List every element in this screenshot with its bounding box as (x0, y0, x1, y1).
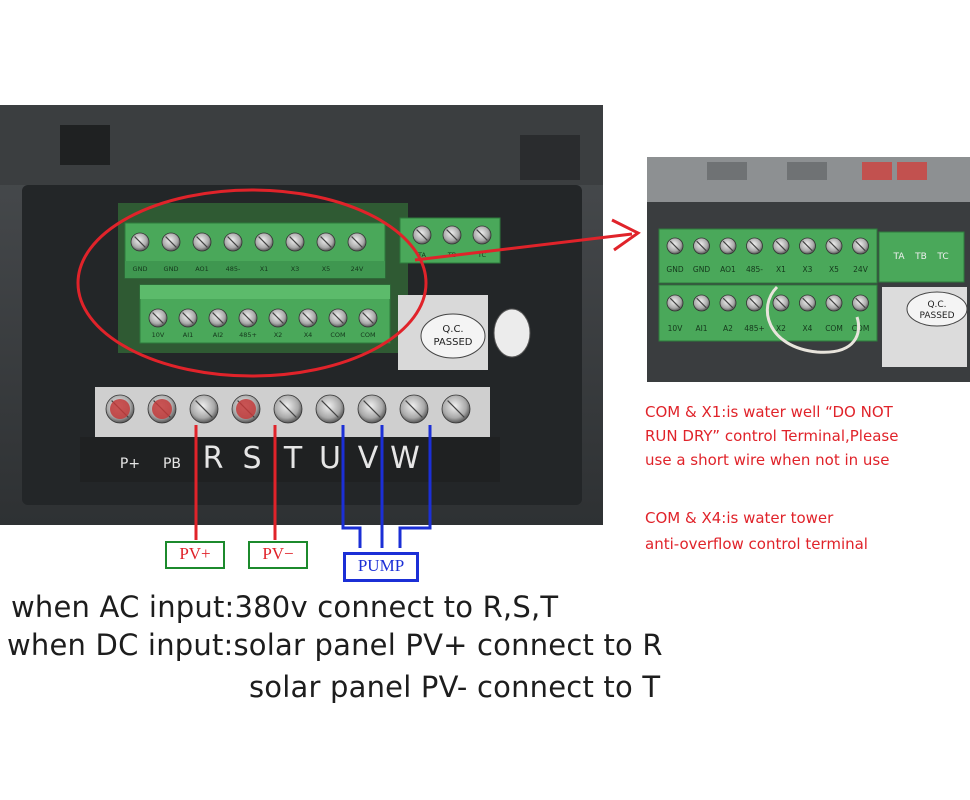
power-terminal-label: U (319, 441, 341, 476)
housing-slot (60, 125, 110, 165)
power-terminal-label: PB (163, 456, 181, 472)
power-terminal-label: T (283, 441, 303, 476)
terminal-label: GND (133, 265, 148, 273)
highlight-ellipse (76, 188, 428, 378)
main-terminal-photo: GND GND AO1 485- X1 X3 X5 24V 10V AI1 AI2 485+ X2 X4… (0, 105, 603, 525)
terminal-label: X5 (829, 265, 839, 274)
pump-tag: PUMP (343, 552, 419, 582)
terminal-label: 485- (226, 265, 241, 273)
x4-note-line-2: anti-overflow control terminal (645, 535, 868, 553)
inset-qc-text: Q.C. (927, 300, 946, 310)
lower-control-terminal-block (139, 284, 391, 344)
terminal-label: 10V (152, 331, 165, 339)
terminal-label: AI1 (695, 324, 707, 333)
terminal-label: X2 (274, 331, 283, 339)
terminal-label: GND (164, 265, 179, 273)
inset-qc-passed-sticker: Q.C. PASSED (906, 291, 968, 327)
terminal-label: GND (666, 265, 683, 274)
passed-text: PASSED (434, 337, 473, 348)
power-terminal-label: S (242, 441, 261, 476)
terminal-label: X5 (322, 265, 331, 273)
x1-note-line-1: COM & X1:is water well “DO NOT (645, 403, 893, 421)
inset-relay-terminal-block (878, 231, 965, 283)
passed-sticker-2 (493, 308, 531, 358)
terminal-label: X3 (803, 265, 813, 274)
terminal-label: A2 (723, 324, 733, 333)
terminal-label: X3 (291, 265, 300, 273)
x4-note-line-1: COM & X4:is water tower (645, 509, 834, 527)
terminal-label: 485- (746, 265, 763, 274)
inset-passed-text: PASSED (919, 311, 954, 321)
terminal-label: TC (477, 251, 487, 259)
terminal-label: TA (417, 251, 426, 259)
terminal-label: COM (360, 331, 375, 339)
qc-passed-sticker: Q.C. PASSED (420, 313, 486, 359)
terminal-label: 10V (668, 324, 684, 333)
ac-input-caption: when AC input:380v connect to R,S,T (11, 590, 559, 624)
terminal-label: AO1 (720, 265, 736, 274)
terminal-label: TC (936, 252, 948, 262)
jumper-wire (766, 285, 861, 354)
terminal-label: 24V (351, 265, 364, 273)
pv-minus-caption: solar panel PV- connect to T (249, 670, 661, 704)
power-terminal-label: V (358, 441, 379, 476)
x1-note-line-2: RUN DRY” control Terminal,Please (645, 427, 899, 445)
dc-input-caption: when DC input:solar panel PV+ connect to… (7, 628, 663, 662)
pv-plus-tag: PV+ (165, 541, 225, 569)
pv-minus-tag: PV− (248, 541, 308, 569)
inset-terminal-photo: GND GND AO1 485- X1 X3 X5 24V 10V AI1 A2 485+ X2 X4 C… (647, 157, 970, 382)
upper-control-terminal-block (124, 222, 386, 279)
inset-upper-terminal-block (658, 228, 878, 284)
pump-wires (341, 425, 432, 548)
terminal-label: AI2 (213, 331, 224, 339)
terminal-label: AO1 (195, 265, 209, 273)
terminal-label: AI1 (183, 331, 194, 339)
power-terminal-label: W (390, 441, 420, 476)
terminal-label: GND (693, 265, 710, 274)
terminal-label: TA (893, 252, 906, 262)
terminal-label: X2 (776, 324, 786, 333)
terminal-label: COM (825, 324, 843, 333)
terminal-label: COM (852, 324, 870, 333)
terminal-label: X1 (260, 265, 269, 273)
terminal-label: 24V (853, 265, 869, 274)
terminal-label: X1 (776, 265, 786, 274)
qc-text: Q.C. (442, 324, 463, 335)
terminal-label: COM (330, 331, 345, 339)
terminal-label: 485+ (744, 324, 765, 333)
terminal-label: 485+ (239, 331, 257, 339)
power-terminal-label: P+ (120, 456, 140, 472)
x1-note-line-3: use a short wire when not in use (645, 451, 890, 469)
terminal-label: TB (914, 252, 927, 262)
terminal-label: X4 (803, 324, 813, 333)
power-terminal-label: R (203, 441, 224, 476)
terminal-label: X4 (304, 331, 313, 339)
